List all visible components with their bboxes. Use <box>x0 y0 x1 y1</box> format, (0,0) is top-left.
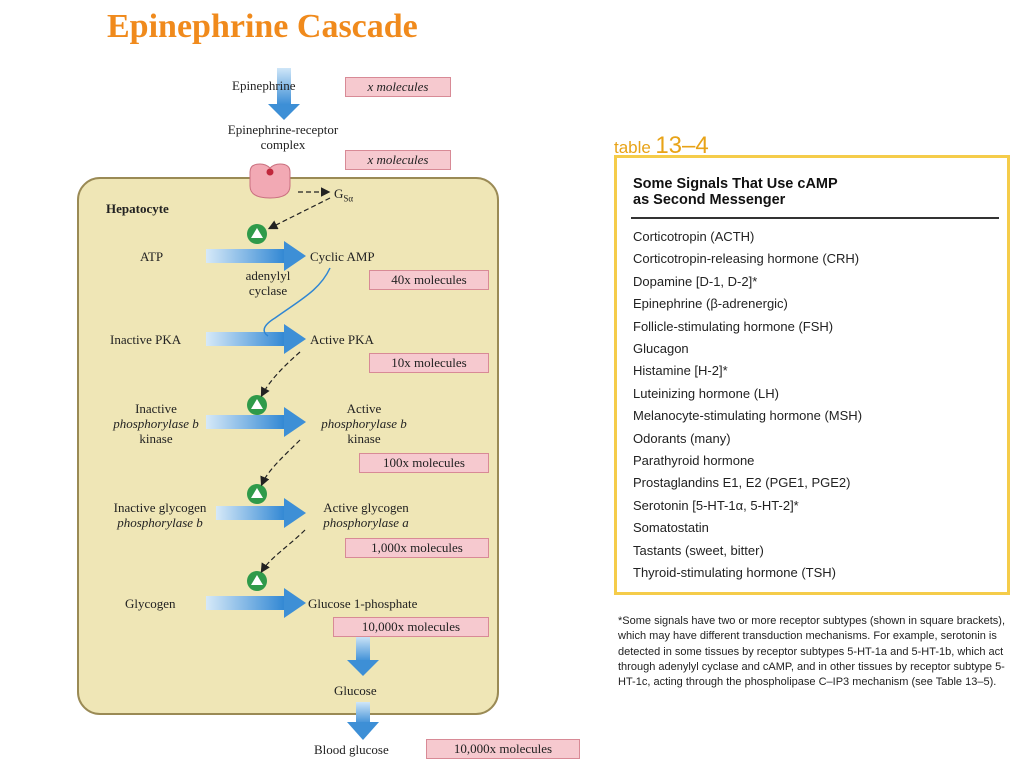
gs-activation-arrow <box>267 197 331 230</box>
table-divider <box>631 217 999 219</box>
receptor-complex-line1: Epinephrine-receptor <box>227 122 339 137</box>
table-row: Histamine [H-2]* <box>633 363 728 379</box>
inactive-pka-label: Inactive PKA <box>110 332 182 347</box>
epinephrine-molecules-badge: x molecules <box>345 77 451 97</box>
phosphorylase-molecules-badge: 1,000x molecules <box>345 538 489 558</box>
table-number: 13–4 <box>655 132 709 159</box>
phosphorylase-enzyme-icon <box>247 571 267 591</box>
glucose-1-phosphate-label: Glucose 1-phosphate <box>308 596 418 611</box>
active-kinase-line1: Active <box>346 401 382 416</box>
table-footnote: *Some signals have two or more receptor … <box>618 615 1006 689</box>
epinephrine-cascade-diagram <box>77 68 499 740</box>
pka-activation-arrow <box>206 324 306 354</box>
active-phosphorylase-label: Active glycogen phosphorylase a <box>306 500 426 530</box>
table-row: Prostaglandins E1, E2 (PGE1, PGE2) <box>633 475 851 491</box>
g1p-molecules-badge: 10,000x molecules <box>333 617 489 637</box>
pka-molecules-badge: 10x molecules <box>369 353 489 373</box>
epinephrine-binding-arrow <box>268 68 300 120</box>
page-title: Epinephrine Cascade <box>107 8 418 45</box>
table-title-line2: as Second Messenger <box>633 192 786 208</box>
g1p-to-glucose-arrow <box>347 636 379 676</box>
adenylyl-line1: adenylyl <box>245 268 291 283</box>
inactive-kinase-label: Inactive phosphorylase b kinase <box>98 401 214 446</box>
table-title-line1: Some Signals That Use cAMP <box>633 176 838 192</box>
receptor-complex-label: Epinephrine-receptor complex <box>200 122 366 152</box>
glycogen-label: Glycogen <box>125 596 176 611</box>
epinephrine-label: Epinephrine <box>232 78 296 93</box>
gs-alpha-text: G <box>334 186 344 201</box>
adenylyl-cyclase-enzyme-icon <box>247 224 267 244</box>
blood-glucose-molecules-badge: 10,000x molecules <box>426 739 580 759</box>
table-row: Corticotropin (ACTH) <box>633 229 755 244</box>
table-row: Dopamine [D-1, D-2]* <box>633 273 758 289</box>
active-gp-line1: Active glycogen <box>323 500 409 515</box>
table-row: Serotonin [5-HT-1α, 5-HT-2]* <box>633 497 799 513</box>
pka-enzyme-icon <box>247 395 267 415</box>
phosphorylase-to-glycogen-dashed-arrow <box>260 529 306 574</box>
cyclic-amp-label: Cyclic AMP <box>310 249 375 264</box>
active-kinase-line3: kinase <box>347 431 381 446</box>
adenylyl-line2: cyclase <box>248 283 288 298</box>
table-row: Melanocyte-stimulating hormone (MSH) <box>633 408 863 424</box>
active-gp-line2: phosphorylase a <box>323 515 409 530</box>
table-row: Luteinizing hormone (LH) <box>633 385 779 401</box>
table-row: Glucagon <box>633 341 689 357</box>
table-title: Some Signals That Use cAMP as Second Mes… <box>633 176 838 208</box>
atp-to-camp-arrow <box>206 241 306 271</box>
inactive-gp-line1: Inactive glycogen <box>113 500 207 515</box>
phosphorylase-activation-arrow <box>216 498 306 528</box>
table-row: Tastants (sweet, bitter) <box>633 542 764 558</box>
table-row: Thyroid-stimulating hormone (TSH) <box>633 565 837 581</box>
glycogen-breakdown-arrow <box>206 588 306 618</box>
glucose-label: Glucose <box>334 683 377 698</box>
table-word: table <box>614 138 651 157</box>
gs-alpha-subscript: Sα <box>343 193 354 204</box>
atp-label: ATP <box>140 249 164 264</box>
camp-molecules-badge: 40x molecules <box>369 270 489 290</box>
signal-list: Corticotropin (ACTH) Corticotropin-relea… <box>633 226 862 585</box>
table-row: Epinephrine (β-adrenergic) <box>633 296 788 312</box>
table-row: Odorants (many) <box>633 430 731 446</box>
glucose-to-blood-arrow <box>347 702 379 740</box>
blood-glucose-label: Blood glucose <box>314 742 389 757</box>
gs-alpha-label: GSα <box>334 186 353 207</box>
adenylyl-cyclase-label: adenylyl cyclase <box>230 268 306 298</box>
inactive-kinase-line3: kinase <box>139 431 173 446</box>
inactive-kinase-line2: phosphorylase b <box>113 416 199 431</box>
kinase-enzyme-icon <box>247 484 267 504</box>
table-row: Follicle-stimulating hormone (FSH) <box>633 318 834 334</box>
hepatocyte-label: Hepatocyte <box>106 201 169 216</box>
inactive-gp-line2: phosphorylase b <box>117 515 203 530</box>
active-pka-label: Active PKA <box>310 332 374 347</box>
table-number-heading: table 13–4 <box>614 132 709 160</box>
complex-molecules-badge: x molecules <box>345 150 451 170</box>
inactive-kinase-line1: Inactive <box>135 401 177 416</box>
table-row: Somatostatin <box>633 520 709 536</box>
receptor-icon <box>249 163 291 199</box>
receptor-complex-line2: complex <box>260 137 306 152</box>
inactive-phosphorylase-label: Inactive glycogen phosphorylase b <box>94 500 226 530</box>
table-row: Corticotropin-releasing hormone (CRH) <box>633 251 860 267</box>
signals-table: Some Signals That Use cAMP as Second Mes… <box>614 155 1010 595</box>
camp-binding-curve <box>263 267 331 337</box>
kinase-molecules-badge: 100x molecules <box>359 453 489 473</box>
kinase-activation-arrow <box>206 407 306 437</box>
active-kinase-line2: phosphorylase b <box>321 416 407 431</box>
active-kinase-label: Active phosphorylase b kinase <box>306 401 422 446</box>
table-row: Parathyroid hormone <box>633 453 755 469</box>
